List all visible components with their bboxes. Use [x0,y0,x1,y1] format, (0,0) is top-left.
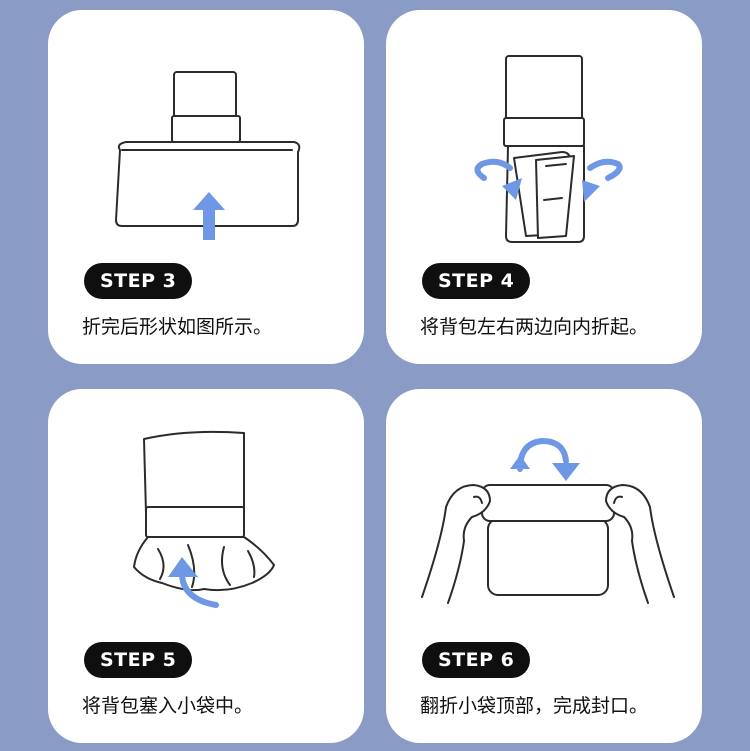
step-5-card: STEP 5 将背包塞入小袋中。 [48,389,364,743]
step-description: 折完后形状如图所示。 [82,316,273,338]
left-rotate-arrow-icon [474,158,522,200]
folded-bag-illustration [115,71,301,240]
curved-arrow-icon [168,557,219,608]
step-badge: STEP 3 [84,263,193,299]
left-hand-icon [421,484,491,604]
tuck-into-pouch-illustration [133,430,275,608]
right-hand-icon [605,484,675,604]
step-3-card: STEP 3 折完后形状如图所示。 [48,10,364,364]
step-4-card: STEP 4 将背包左右两边向内折起。 [386,10,702,364]
right-rotate-arrow-icon [582,158,623,202]
side-fold-illustration [474,55,623,243]
step-badge: STEP 4 [422,263,531,299]
step-6-card: STEP 6 翻折小袋顶部，完成封口。 [386,389,702,743]
flip-seal-illustration [421,437,675,604]
step-description: 将背包塞入小袋中。 [82,695,254,717]
step-badge: STEP 5 [84,642,193,678]
step-badge: STEP 6 [422,642,531,678]
flip-arrow-icon [510,437,580,481]
step-description: 将背包左右两边向内折起。 [420,316,649,338]
step-description: 翻折小袋顶部，完成封口。 [420,695,649,717]
up-arrow-icon [193,192,225,240]
